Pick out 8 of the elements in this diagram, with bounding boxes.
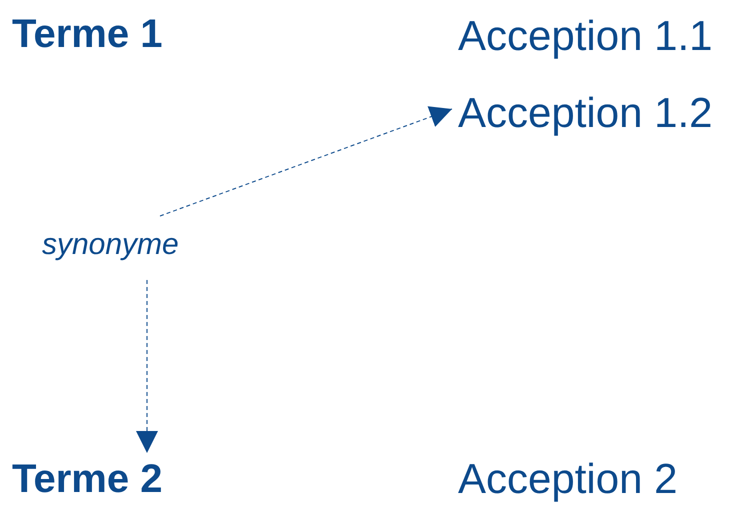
- dashed-arrow: [136, 280, 158, 454]
- sense-label: Acception 2: [458, 458, 678, 500]
- dashed-arrow: [160, 106, 452, 216]
- term-label: Terme 1: [12, 14, 162, 54]
- relation-label: synonyme: [42, 230, 179, 260]
- sense-label: Acception 1.1: [458, 15, 713, 57]
- sense-label: Acception 1.2: [458, 92, 713, 134]
- term-label: Terme 2: [12, 459, 162, 499]
